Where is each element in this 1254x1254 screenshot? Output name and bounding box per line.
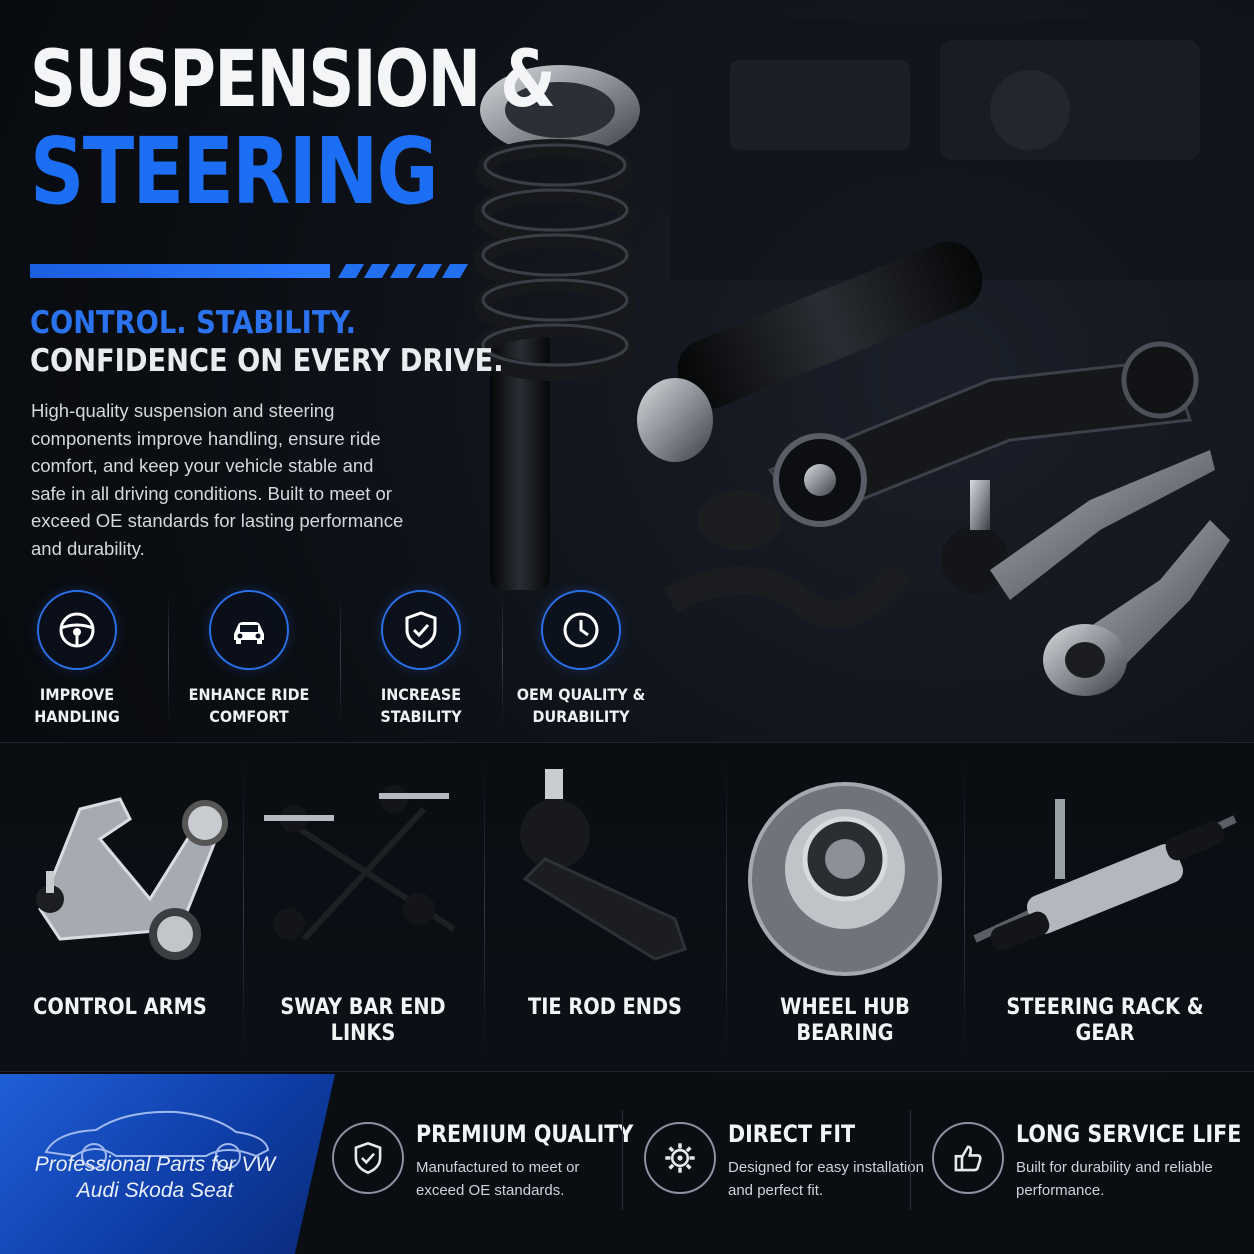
- tagline-line-2: CONFIDENCE ON EVERY DRIVE.: [30, 343, 504, 379]
- benefit-title: LONG SERVICE LIFE: [1016, 1120, 1242, 1148]
- benefit-direct-fit: DIRECT FIT Designed for easy installatio…: [644, 1074, 924, 1254]
- product-tie-rod-ends[interactable]: TIE ROD ENDS: [485, 743, 725, 1073]
- feature-enhance-ride-comfort: ENHANCE RIDE COMFORT: [164, 590, 334, 730]
- benefit-desc: Built for durability and reliable perfor…: [1016, 1159, 1213, 1199]
- product-categories: CONTROL ARMS SWAY BAR END LINKS: [0, 742, 1254, 1072]
- feature-list: IMPROVE HANDLING ENHANCE RIDE COMFORT: [0, 590, 680, 730]
- product-label: SWAY BAR END LINKS: [280, 995, 446, 1046]
- shield-check-icon: [354, 1141, 382, 1175]
- tagline-line-1: CONTROL. STABILITY.: [30, 305, 357, 341]
- benefit-premium-quality: PREMIUM QUALITY Manufactured to meet or …: [332, 1074, 633, 1254]
- footer: Professional Parts for VW Audi Skoda Sea…: [0, 1074, 1254, 1254]
- feature-increase-stability: INCREASE STABILITY: [336, 590, 506, 730]
- headline: SUSPENSION & STEERING: [30, 38, 669, 222]
- feature-label: ENHANCE RIDE COMFORT: [188, 685, 310, 726]
- product-label: WHEEL HUB BEARING: [780, 995, 910, 1046]
- wheel-hub-image: [727, 759, 963, 999]
- description: High-quality suspension and steering com…: [31, 400, 404, 559]
- tie-rod-end-image: [485, 759, 725, 999]
- gear-icon: [665, 1143, 695, 1173]
- tagline: CONTROL. STABILITY. CONFIDENCE ON EVERY …: [30, 305, 568, 381]
- clock-icon: [563, 612, 599, 648]
- product-control-arms[interactable]: CONTROL ARMS: [0, 743, 240, 1073]
- product-steering-rack[interactable]: STEERING RACK & GEAR: [965, 743, 1245, 1073]
- feature-improve-handling: IMPROVE HANDLING: [0, 590, 162, 730]
- product-wheel-hub-bearing[interactable]: WHEEL HUB BEARING: [727, 743, 963, 1073]
- product-label: STEERING RACK & GEAR: [1006, 995, 1204, 1046]
- feature-label: INCREASE STABILITY: [380, 685, 462, 726]
- feature-oem-quality: OEM QUALITY & DURABILITY: [496, 590, 666, 730]
- benefit-desc: Designed for easy installation and perfe…: [728, 1159, 924, 1199]
- feature-label: OEM QUALITY & DURABILITY: [516, 685, 646, 726]
- shield-check-icon: [405, 611, 437, 649]
- accent-stripe: [30, 264, 470, 278]
- car-icon: [234, 622, 264, 644]
- benefit-title: DIRECT FIT: [728, 1120, 856, 1148]
- feature-label: IMPROVE HANDLING: [34, 685, 120, 726]
- steering-wheel-icon: [59, 612, 95, 648]
- benefit-title: PREMIUM QUALITY: [416, 1120, 634, 1148]
- product-label: TIE ROD ENDS: [528, 995, 682, 1020]
- thumbs-up-icon: [954, 1145, 982, 1172]
- hero-suspension-parts-image: [470, 0, 1254, 740]
- car-outline-icon: [44, 1110, 270, 1169]
- headline-line-2: STEERING: [30, 118, 439, 225]
- benefit-long-service-life: LONG SERVICE LIFE Built for durability a…: [932, 1074, 1241, 1254]
- steering-rack-image: [965, 759, 1245, 999]
- product-label: CONTROL ARMS: [33, 995, 207, 1020]
- product-sway-bar-end-links[interactable]: SWAY BAR END LINKS: [244, 743, 482, 1073]
- control-arm-image: [0, 759, 240, 999]
- brand-box: Professional Parts for VW Audi Skoda Sea…: [0, 1074, 335, 1254]
- brand-text: Professional Parts for VW Audi Skoda Sea…: [34, 1153, 276, 1202]
- benefit-desc: Manufactured to meet or exceed OE standa…: [416, 1159, 580, 1199]
- sway-bar-link-image: [244, 759, 482, 999]
- headline-line-1: SUSPENSION &: [30, 35, 556, 125]
